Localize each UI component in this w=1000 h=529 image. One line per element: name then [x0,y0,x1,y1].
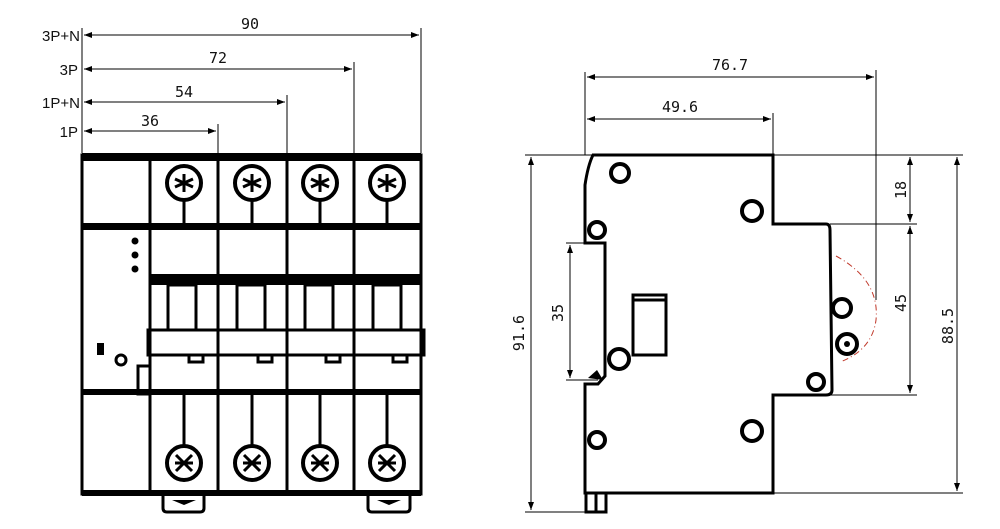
top-band [82,153,421,161]
front-view: 90 72 54 36 3P+N 3P 1P+N 1P [42,15,426,514]
upper-divider [82,223,421,230]
dimension-45: 45 [892,294,910,312]
indicator-leds [131,237,139,273]
dimension-49-6: 49.6 [662,98,698,116]
side-latch [136,364,152,396]
toggle-tabs [187,353,409,364]
dimension-18: 18 [892,181,910,199]
dimension-72: 72 [209,49,227,67]
bottom-band [82,490,421,496]
dimension-36: 36 [141,112,159,130]
label-1p-n: 1P+N [42,95,80,112]
dimension-54: 54 [175,83,193,101]
test-button-icon [114,353,128,367]
dimension-91-6: 91.6 [510,315,528,351]
lower-divider [82,389,421,395]
handle-swing-arc [835,255,877,363]
side-body-outline [583,153,834,495]
toggle-strip [146,328,426,357]
side-label-window [631,293,668,357]
dimension-88-5: 88.5 [939,308,957,344]
label-1p: 1P [60,124,78,141]
top-terminal-screws [165,164,406,223]
label-3p: 3P [60,62,78,79]
din-clips [161,496,412,514]
handles [166,283,403,332]
din-latch [588,370,603,380]
dimension-76-7: 76.7 [712,56,748,74]
side-view: 76.7 49.6 91.6 35 18 45 88.5 [510,56,963,514]
dimension-35: 35 [549,304,567,322]
handle-side [831,297,859,356]
rivets [587,162,826,450]
column-dividers [148,155,356,494]
bottom-terminal-screws [165,395,406,482]
label-3p-n: 3P+N [42,28,80,45]
test-indicator [97,343,104,355]
dimension-90: 90 [241,15,259,33]
handle-band [150,274,421,285]
